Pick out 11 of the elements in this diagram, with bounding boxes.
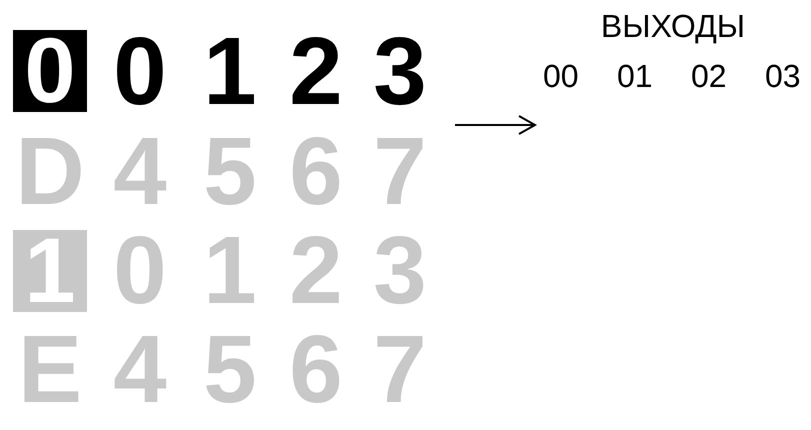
output-number: 02: [691, 58, 727, 94]
output-number: 03: [765, 58, 801, 94]
active-digit: 1: [202, 24, 258, 120]
output-number: 00: [543, 58, 579, 94]
heading: ВЫХОДЫ: [600, 8, 746, 44]
highlighted-digit-cell: 0: [13, 30, 87, 112]
output-number: 01: [617, 58, 653, 94]
active-digit: 3: [372, 24, 428, 120]
arrow: [455, 115, 536, 135]
active-digit: 2: [288, 24, 344, 120]
active-digit: 0: [112, 24, 168, 120]
